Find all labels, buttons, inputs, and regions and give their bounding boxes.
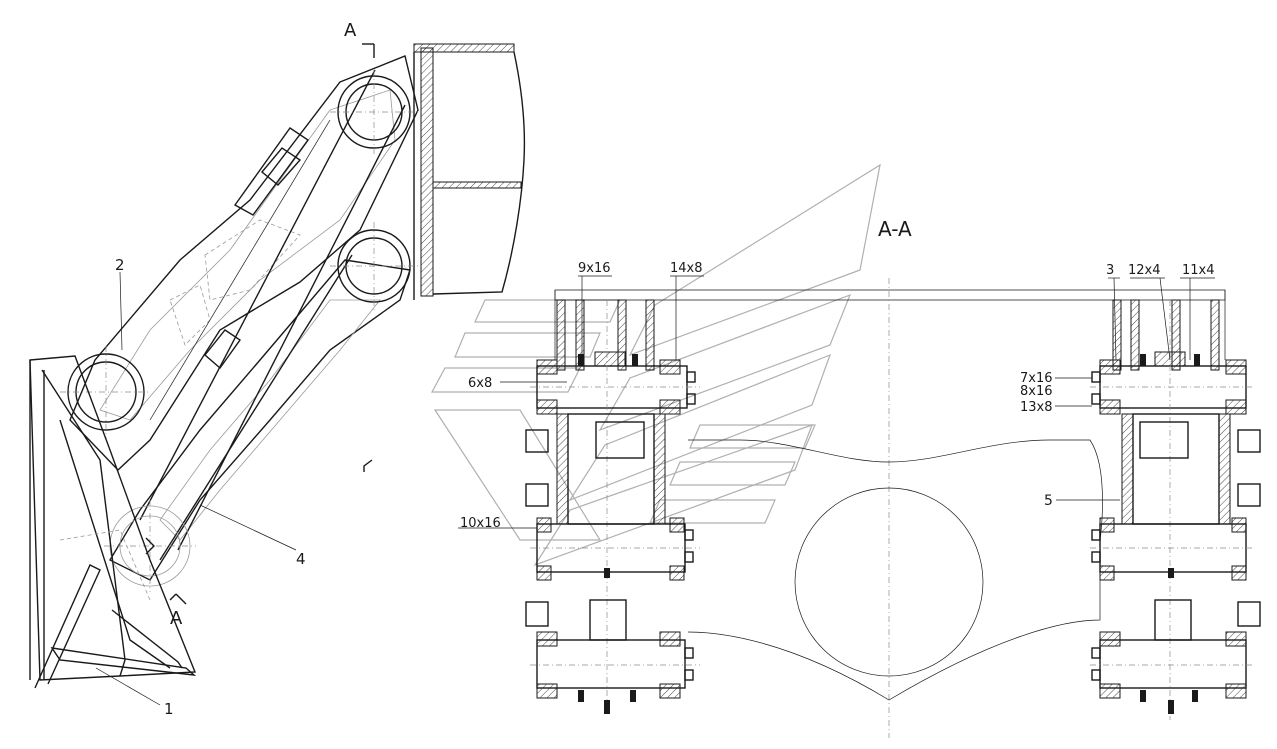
part-label-5: 5 xyxy=(1044,493,1053,509)
section-label-bottom: A xyxy=(170,608,183,629)
callout-13x8: 13x8 xyxy=(1020,400,1053,415)
frame-top-flange xyxy=(413,43,515,53)
callout-11x4: 11x4 xyxy=(1182,263,1215,278)
spacer-box-left xyxy=(525,413,666,525)
section-aa-view: A-A xyxy=(458,217,1261,738)
callout-7x16: 7x16 xyxy=(1020,371,1053,386)
leader-part-4 xyxy=(199,504,297,551)
arm-side-view: A A 2 4 1 xyxy=(29,20,526,718)
base-bracket xyxy=(29,355,197,689)
pin-assembly-left-top xyxy=(530,299,700,700)
callout-8x16: 8x16 xyxy=(1020,384,1053,399)
lever-body xyxy=(687,439,1103,701)
center-bore xyxy=(794,487,984,677)
callout-9x16: 9x16 xyxy=(578,261,611,276)
callout-leaders xyxy=(458,275,1215,529)
pin-assembly-right-bottom xyxy=(1090,517,1255,581)
upper-arm-link xyxy=(69,55,419,471)
leader-part-1 xyxy=(95,667,161,706)
watermark-logo xyxy=(430,163,881,567)
frame-column xyxy=(420,47,434,297)
callout-14x8: 14x8 xyxy=(670,261,703,276)
lower-arm-link xyxy=(109,259,411,581)
pin-assembly-left-base xyxy=(525,599,700,714)
hydraulic-cylinder xyxy=(233,127,309,216)
spacer-box-right xyxy=(1121,413,1261,525)
section-marker-bottom: A xyxy=(169,593,187,629)
part-label-4: 4 xyxy=(296,550,306,568)
part-label-1: 1 xyxy=(164,700,174,718)
pin-assembly-left-bottom xyxy=(530,517,700,581)
leader-part-2 xyxy=(119,271,123,351)
pin-assembly-right-top xyxy=(1090,299,1255,720)
pivot-lower xyxy=(104,500,196,592)
section-marker-top: A xyxy=(344,20,375,58)
frame-mid-flange xyxy=(432,181,522,189)
top-frame-bar xyxy=(554,289,1226,301)
section-title: A-A xyxy=(878,217,912,241)
part-label-2: 2 xyxy=(115,256,125,274)
pivot-upper xyxy=(330,70,418,155)
part-label-3: 3 xyxy=(1106,263,1114,278)
section-label-top: A xyxy=(344,20,357,41)
callout-6x8: 6x8 xyxy=(468,376,492,391)
pin-assembly-right-base xyxy=(1090,599,1261,714)
frame-break-line xyxy=(432,51,526,295)
callout-10x16: 10x16 xyxy=(460,516,501,531)
callout-12x4: 12x4 xyxy=(1128,263,1161,278)
pivot-middle xyxy=(330,222,418,310)
pivot-left xyxy=(60,346,150,440)
